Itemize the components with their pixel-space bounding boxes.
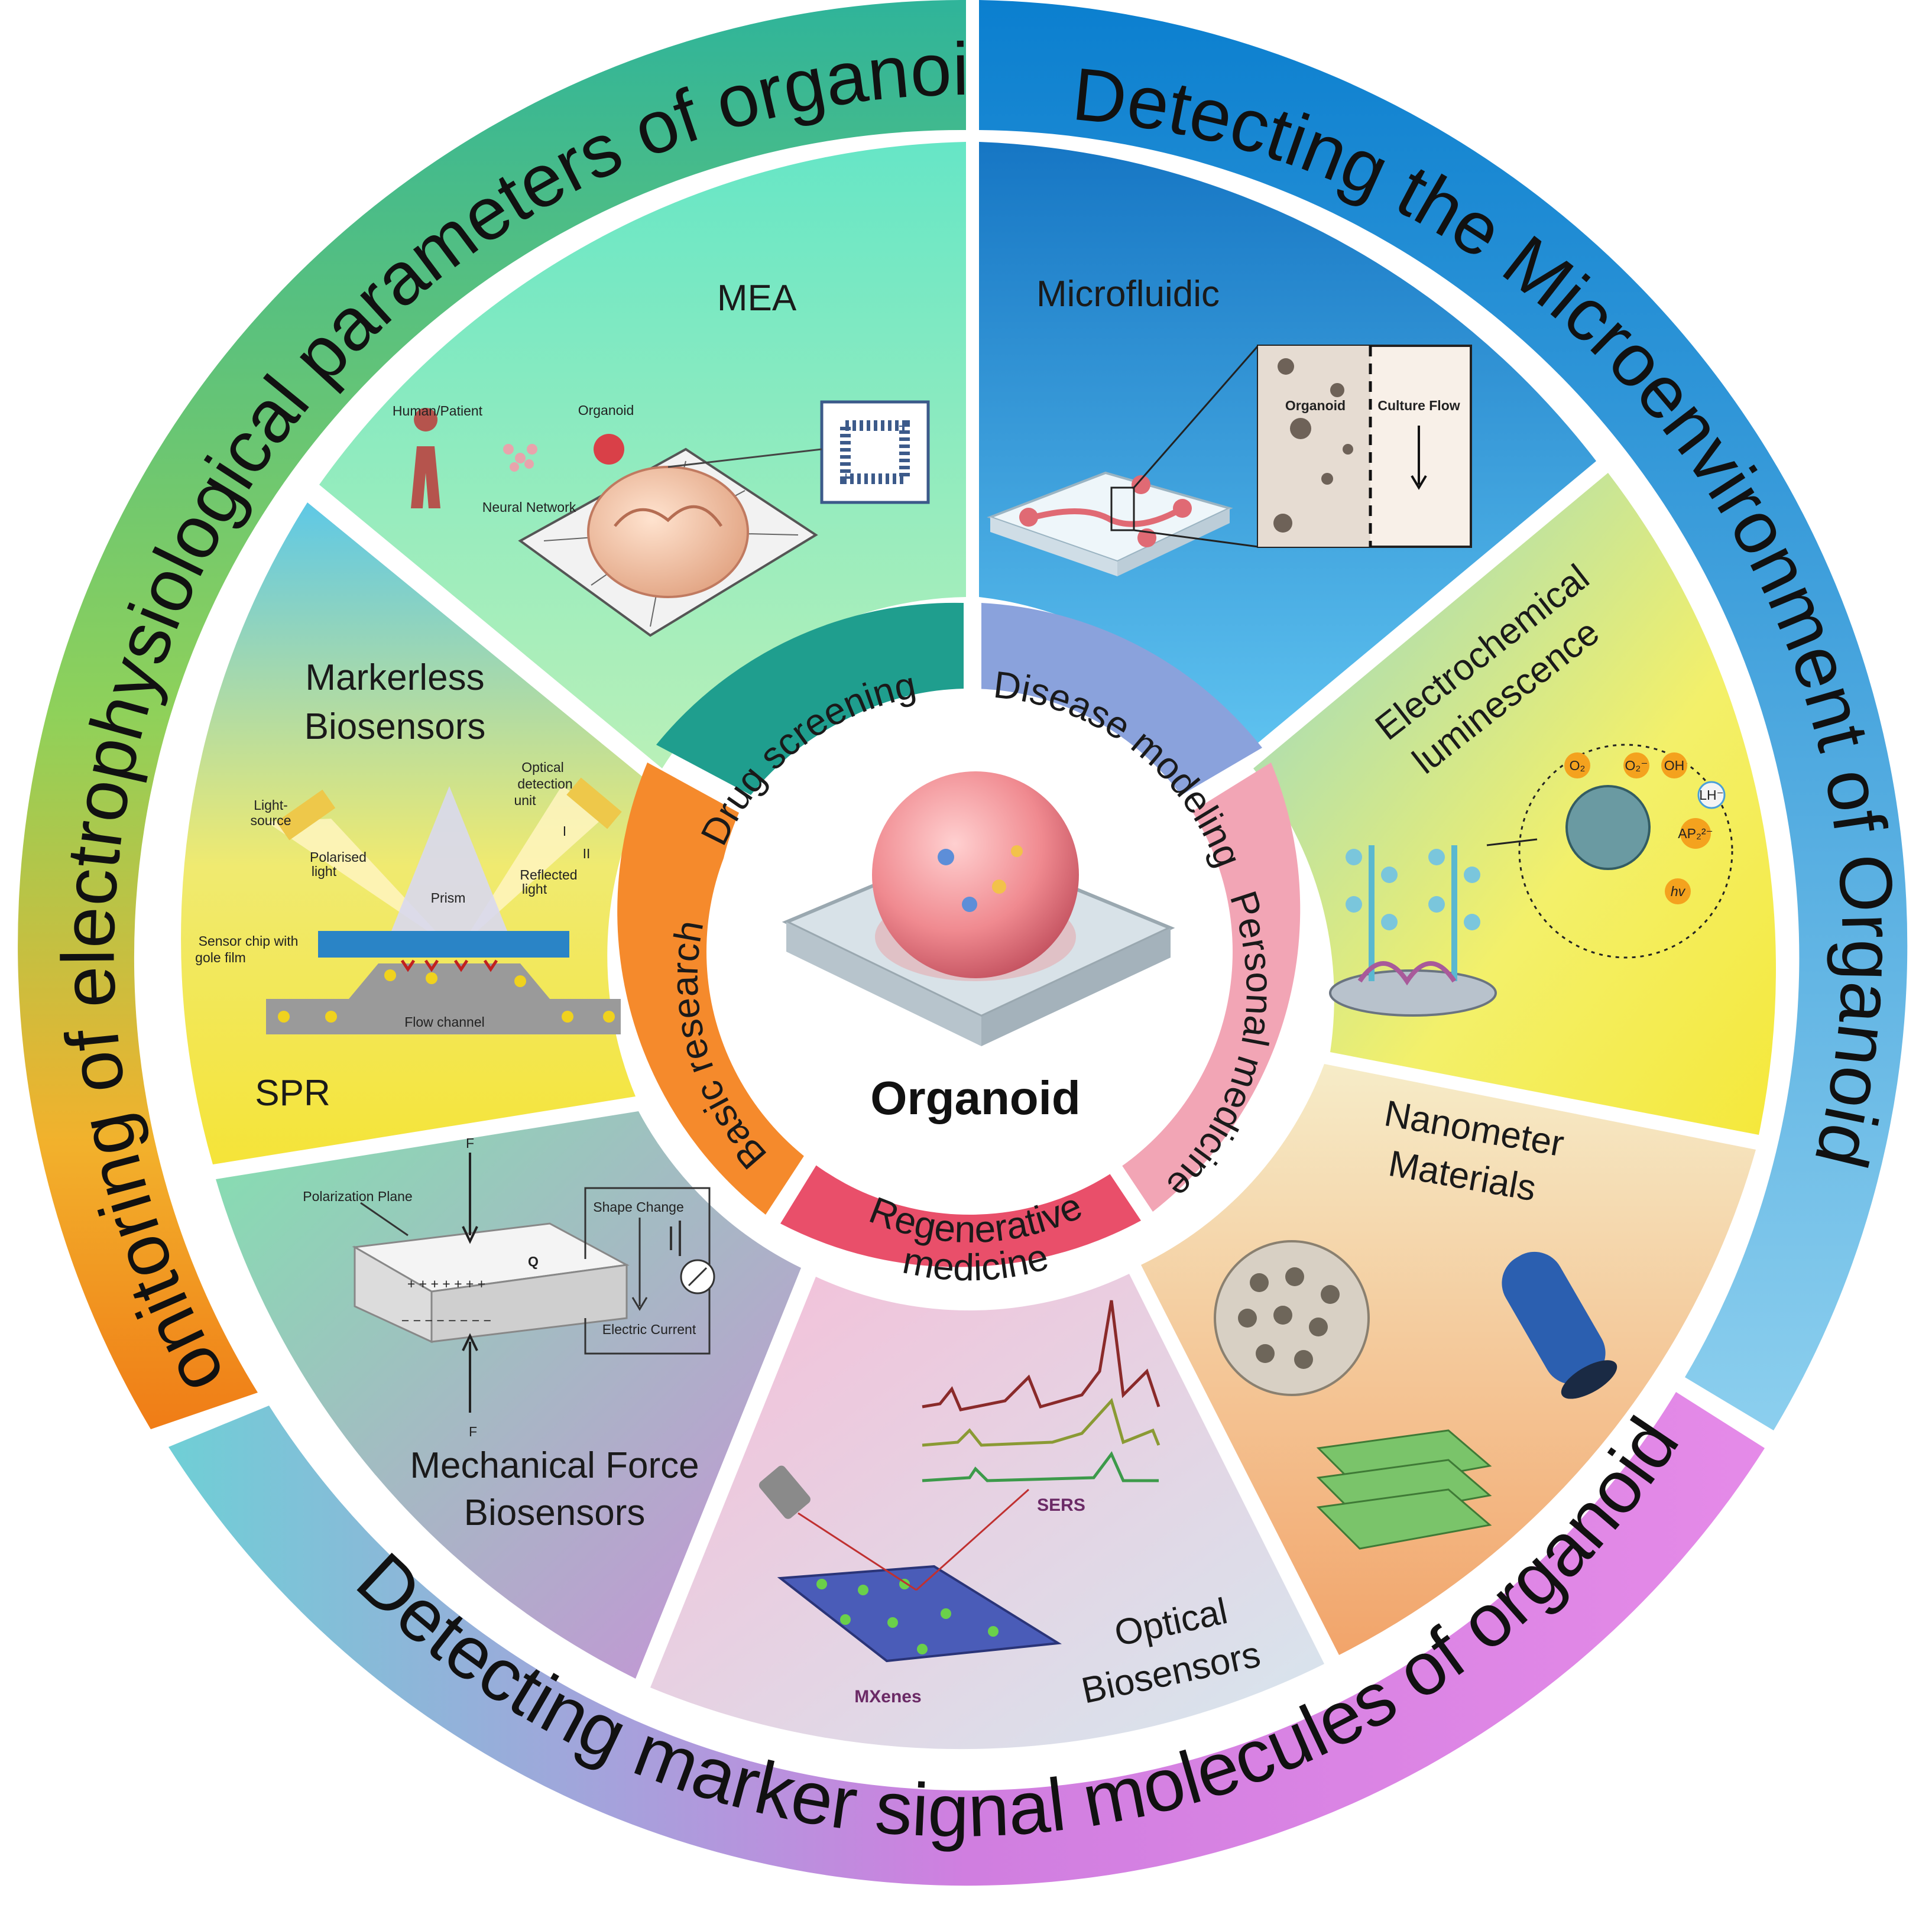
nano-panel	[1141, 1064, 1756, 1655]
optical-panel	[650, 1274, 1324, 1750]
optical-sers-label: SERS	[1037, 1495, 1085, 1515]
marker-ring-sector	[168, 1392, 1765, 1886]
mea-illustration	[411, 400, 930, 637]
markerless-title-2: Biosensors	[304, 706, 486, 747]
ecl-o2r: O₂⁻	[1625, 758, 1648, 773]
mech-minus: − − − − − − − −	[401, 1313, 491, 1328]
nano-illustration	[1214, 1240, 1617, 1550]
mea-panel	[319, 142, 966, 768]
mech-f-top: F	[466, 1135, 474, 1151]
mech-current-label: Electric Current	[602, 1322, 696, 1337]
ecl-ap: AP₂²⁻	[1678, 826, 1713, 841]
mech-title-2: Biosensors	[464, 1492, 646, 1533]
ecl-o2: O₂	[1570, 758, 1586, 773]
spr-optical-2: detection	[517, 776, 572, 791]
microfluidic-organoid-label: Organoid	[1285, 398, 1346, 413]
markerless-spr-label: SPR	[255, 1073, 330, 1114]
disease-modeling-segment	[981, 603, 1262, 798]
organoid-chip-illustration	[782, 771, 1175, 1046]
ecl-illustration	[1329, 744, 1733, 1017]
spr-reflected-1: Reflected	[520, 867, 577, 882]
mea-organoid-label: Organoid	[578, 403, 634, 418]
ecl-hv: hv	[1671, 884, 1686, 899]
microfluidic-title: Microfluidic	[1036, 274, 1220, 314]
mech-plus: + + + + + + +	[407, 1276, 485, 1292]
spr-polarised-2: light	[312, 864, 337, 879]
microfluidic-flow-label: Culture Flow	[1377, 398, 1460, 413]
mech-title-1: Mechanical Force	[410, 1445, 699, 1486]
mea-title: MEA	[717, 278, 797, 319]
spr-reflected-2: light	[522, 881, 547, 897]
markerless-title-1: Markerless	[305, 657, 484, 698]
mea-network-label: Neural Network	[482, 499, 576, 515]
mech-q: Q	[528, 1254, 539, 1269]
spr-illustration	[266, 777, 622, 1034]
mech-f-bottom: F	[469, 1424, 477, 1439]
spr-optical-1: Optical	[521, 760, 564, 775]
optical-illustration	[758, 1300, 1161, 1663]
spr-polarised-1: Polarised	[310, 849, 367, 865]
mech-illustration	[352, 1153, 715, 1413]
spr-i: I	[563, 823, 566, 839]
optical-mxenes-label: MXenes	[854, 1687, 921, 1706]
spr-chip-1: Sensor chip with	[199, 933, 299, 949]
microfluidic-illustration	[987, 345, 1472, 576]
spr-optical-3: unit	[514, 793, 536, 808]
drug-screening-segment	[656, 602, 964, 795]
electro-ring-sector	[18, 0, 966, 1429]
ecl-oh: OH	[1664, 758, 1685, 773]
mech-shape-label: Shape Change	[593, 1199, 683, 1215]
mea-human-label: Human/Patient	[393, 403, 483, 418]
spr-ii: II	[583, 846, 591, 861]
mech-plane-label: Polarization Plane	[303, 1189, 412, 1204]
spr-flow: Flow channel	[404, 1014, 485, 1030]
ecl-panel	[1253, 473, 1777, 1135]
spr-light-source-1: Light-	[254, 797, 288, 813]
ecl-lh: LH⁻	[1699, 787, 1724, 803]
spr-chip-2: gole film	[195, 950, 246, 965]
center-title: Organoid	[870, 1072, 1081, 1124]
spr-light-source-2: source	[250, 813, 291, 828]
micro-ring-sector	[979, 0, 1908, 1430]
spr-prism: Prism	[431, 890, 466, 906]
